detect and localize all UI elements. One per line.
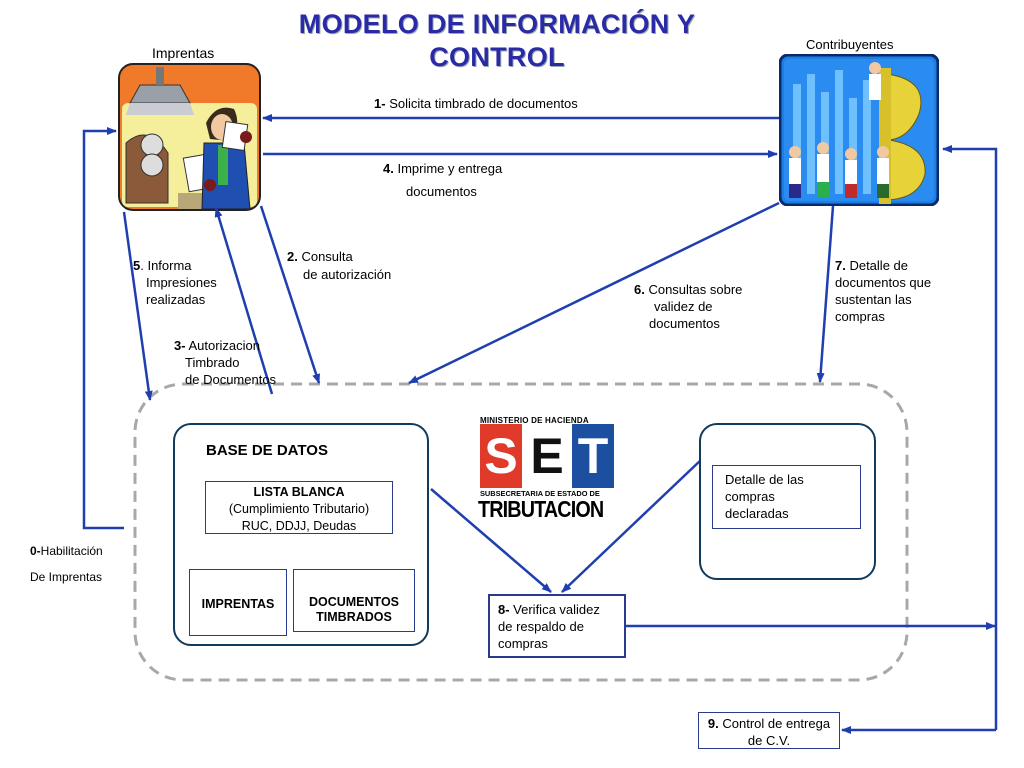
step-7-label-line3: sustentan las xyxy=(835,291,912,308)
lista-blanca-title: LISTA BLANCA xyxy=(206,484,392,501)
step-1-label: 1- Solicita timbrado de documentos xyxy=(374,95,578,112)
step-6-label-line2: validez de xyxy=(654,298,713,315)
documentos-timbrados-box: DOCUMENTOS TIMBRADOS xyxy=(293,569,415,632)
step-2-label: 2. Consulta xyxy=(287,248,353,265)
step-8-box: 8- Verifica validez de respaldo de compr… xyxy=(488,594,626,658)
set-logo: MINISTERIO DE HACIENDA S E T SUBSECRETAR… xyxy=(478,412,618,522)
step-8-line2: de respaldo de xyxy=(498,618,624,635)
documentos-timbrados-line1: DOCUMENTOS xyxy=(294,595,414,610)
lista-blanca-line1: (Cumplimiento Tributario) xyxy=(206,501,392,518)
step-8-line3: compras xyxy=(498,635,624,652)
imprentas-table-box: IMPRENTAS xyxy=(189,569,287,636)
step-5-label: 5. Informa xyxy=(133,257,192,274)
step-7-label: 7. Detalle de xyxy=(835,257,908,274)
documentos-timbrados-line2: TIMBRADOS xyxy=(294,610,414,625)
step-3-label: 3- Autorizacion xyxy=(174,337,260,354)
compras-line1: Detalle de las xyxy=(725,471,860,488)
step-0-label: 0-Habilitación xyxy=(30,543,103,560)
base-de-datos-title: BASE DE DATOS xyxy=(206,442,328,459)
logo-tributacion-text: TRIBUTACION xyxy=(478,497,603,521)
step-4-label-line2: documentos xyxy=(406,183,477,200)
arrow-to-contribuyentes xyxy=(943,149,996,730)
arrow-step-0 xyxy=(84,131,124,528)
imprentas-table-label: IMPRENTAS xyxy=(190,596,286,613)
step-5-label-line3: realizadas xyxy=(146,291,205,308)
step-9-line2: de C.V. xyxy=(699,732,839,749)
step-3-label-line2: Timbrado xyxy=(185,354,239,371)
step-6-label: 6. Consultas sobre xyxy=(634,281,742,298)
compras-line3: declaradas xyxy=(725,505,860,522)
compras-line2: compras xyxy=(725,488,860,505)
step-8-line1: 8- Verifica validez xyxy=(498,601,624,618)
logo-letter-t: T xyxy=(572,424,614,488)
step-3-label-line3: de Documentos xyxy=(185,371,276,388)
lista-blanca-line2: RUC, DDJJ, Deudas xyxy=(206,518,392,535)
step-2-label-line2: de autorización xyxy=(303,266,391,283)
step-7-label-line2: documentos que xyxy=(835,274,931,291)
step-7-label-line4: compras xyxy=(835,308,885,325)
step-4-label: 4. Imprime y entrega xyxy=(383,160,502,177)
step-6-label-line3: documentos xyxy=(649,315,720,332)
step-0-label-line2: De Imprentas xyxy=(30,569,102,586)
arrow-step-2 xyxy=(261,206,319,383)
arrow-step-7 xyxy=(820,206,833,382)
logo-letter-e: E xyxy=(526,424,568,488)
step-9-box: 9. Control de entrega de C.V. xyxy=(698,712,840,749)
logo-letter-s: S xyxy=(480,424,522,488)
lista-blanca-box: LISTA BLANCA (Cumplimiento Tributario) R… xyxy=(205,481,393,534)
step-5-label-line2: Impresiones xyxy=(146,274,217,291)
step-9-line1: 9. Control de entrega xyxy=(699,715,839,732)
compras-declaradas-box: Detalle de las compras declaradas xyxy=(712,465,861,529)
